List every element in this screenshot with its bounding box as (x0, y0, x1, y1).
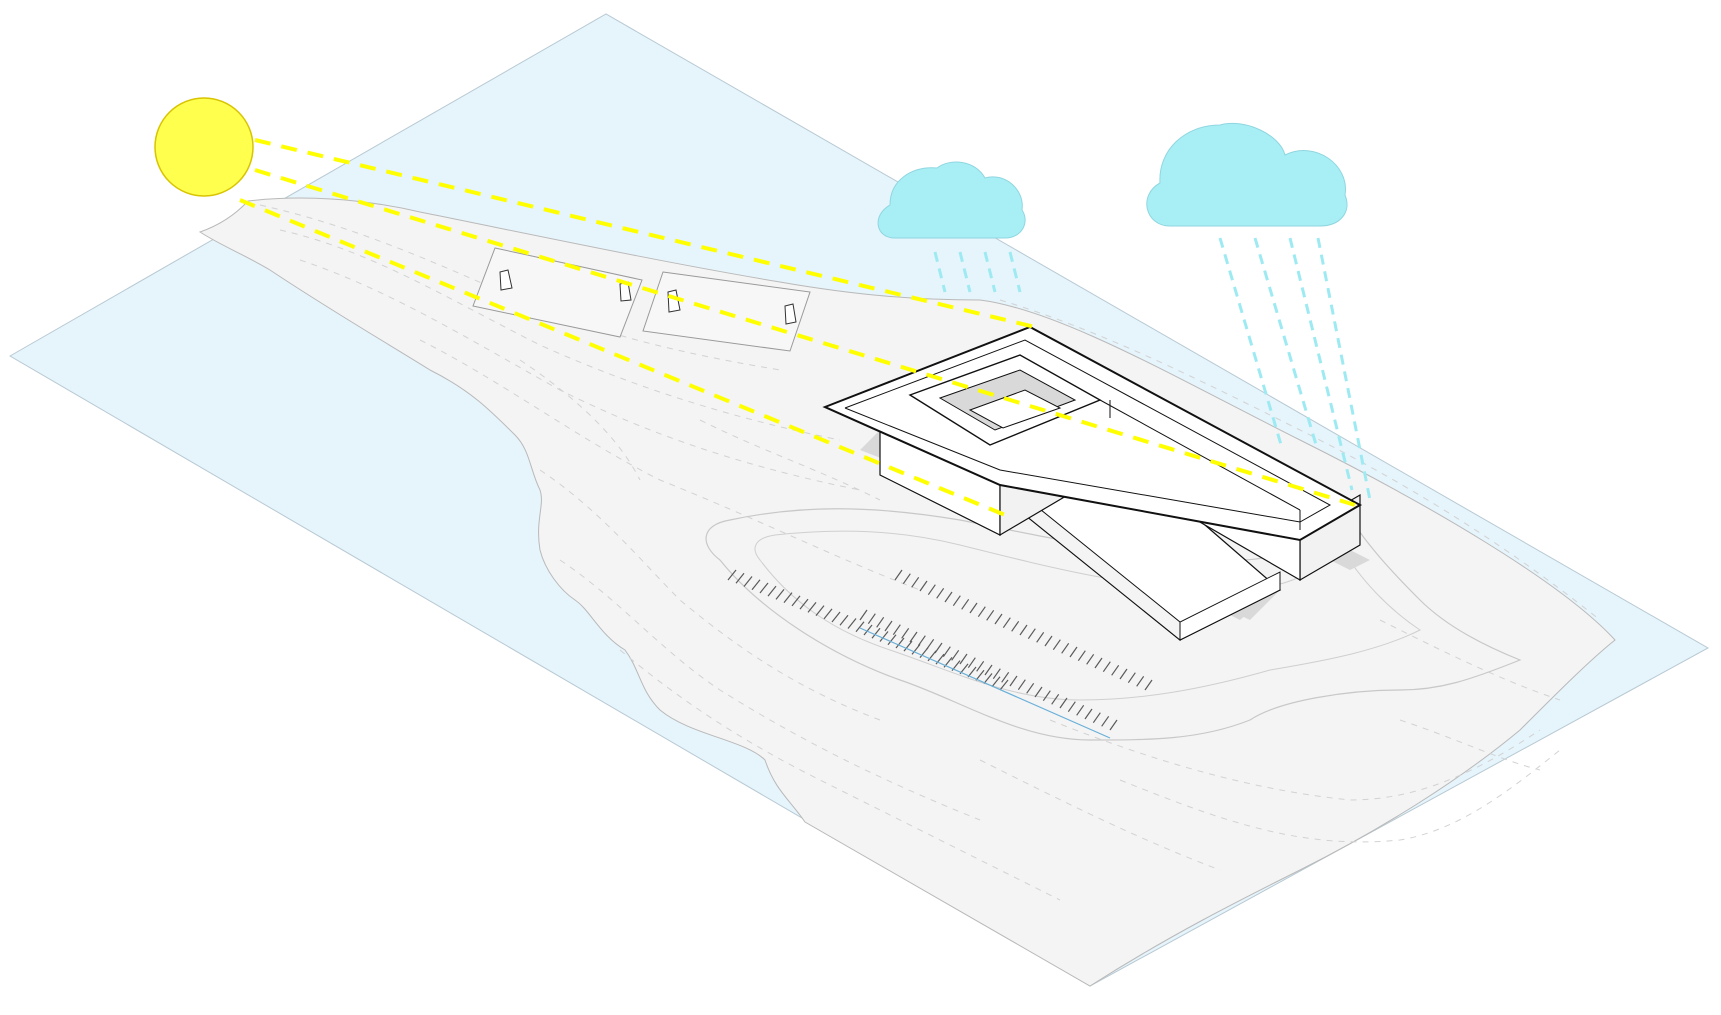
sun-icon (155, 98, 253, 196)
land-mass (200, 198, 1615, 986)
cloud-icon (878, 162, 1025, 238)
cloud-icon (1147, 123, 1347, 226)
